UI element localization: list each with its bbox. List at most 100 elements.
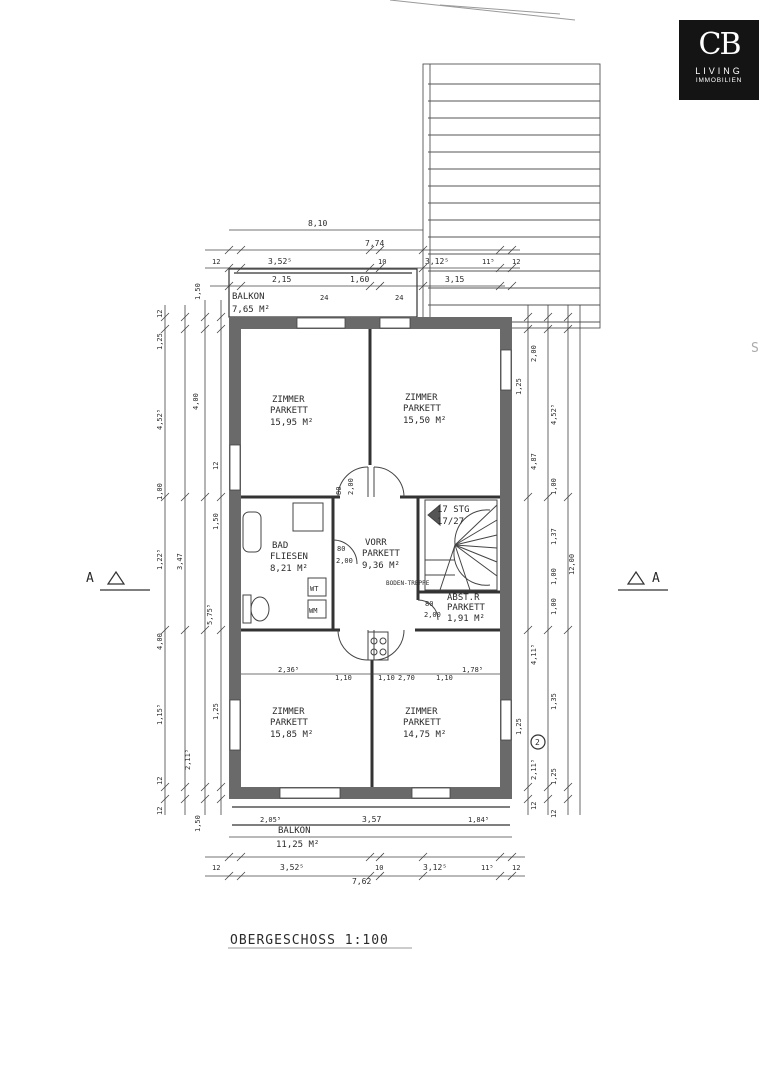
- company-logo: CB LIVING IMMOBILIEN: [679, 20, 759, 100]
- dim-top-10: 10: [378, 258, 386, 266]
- room-zimmer-se-floor: PARKETT: [403, 718, 442, 728]
- windows: [229, 317, 512, 799]
- interior-walls: [241, 329, 500, 787]
- dim-left-400b: 4,00: [156, 633, 164, 650]
- room-zimmer-ne-floor: PARKETT: [403, 404, 442, 414]
- terrace-hatch: [422, 63, 601, 329]
- dim-right-12b: 12: [550, 810, 558, 818]
- room-abst-floor: PARKETT: [447, 603, 486, 613]
- dim-right-125a: 1,25: [515, 378, 523, 395]
- dim-right-487: 4,87: [530, 453, 538, 470]
- dim-left-12a: 12: [156, 310, 164, 318]
- room-zimmer-sw-name: ZIMMER: [272, 707, 305, 717]
- dim-top-12a: 12: [212, 258, 220, 266]
- dim-bottom-10: 10: [375, 864, 383, 872]
- room-zimmer-se-area: 14,75 M²: [403, 730, 446, 740]
- dim-top-215: 2,15: [272, 275, 291, 284]
- room-zimmer-nw-area: 15,95 M²: [270, 418, 313, 428]
- room-bad-area: 8,21 M²: [270, 564, 308, 574]
- dim-bottom-12b: 12: [512, 864, 520, 872]
- dim-bottom-115: 11⁵: [481, 864, 494, 872]
- door-dim-80: 80: [337, 545, 345, 553]
- dim-inner-2365: 2,36⁵: [278, 666, 299, 674]
- dim-top-3125: 3,12⁵: [425, 257, 449, 266]
- door-dim-80b: 80: [425, 600, 433, 608]
- dim-left-150c: 1,50: [194, 815, 202, 832]
- logo-line-immobilien: IMMOBILIEN: [695, 77, 743, 84]
- boden-treppe-label: BODEN-TREPPE: [386, 580, 430, 587]
- room-vorr-floor: PARKETT: [362, 549, 401, 559]
- door-dim-200c: 2,00: [347, 478, 355, 495]
- door-dim-80c: 80: [335, 487, 343, 495]
- dim-left-1155: 1,15⁵: [156, 704, 164, 725]
- balcony-bottom: [232, 806, 510, 826]
- stairs-ratio: 17/27: [437, 517, 464, 527]
- dim-right-4115: 4,11⁵: [530, 644, 538, 665]
- room-zimmer-ne-area: 15,50 M²: [403, 416, 446, 426]
- detail-circle-label: 2: [535, 738, 540, 747]
- dim-top-3525: 3,52⁵: [268, 257, 292, 266]
- dim-left-2115: 2,11⁵: [184, 749, 192, 770]
- balcony-bottom-name: BALKON: [278, 826, 311, 836]
- dim-left-347: 3,47: [176, 553, 184, 570]
- dim-bottom-762: 7,62: [352, 877, 371, 886]
- balcony-bottom-area: 11,25 M²: [276, 840, 319, 850]
- dim-inner-110b: 1,10: [436, 674, 453, 682]
- dim-left-4525: 4,52⁵: [156, 409, 164, 430]
- dim-top-315: 3,15: [445, 275, 464, 284]
- dim-bottom-357: 3,57: [362, 815, 381, 824]
- dim-left-1225: 1,22⁵: [156, 549, 164, 570]
- dim-right-100b: 1,00: [550, 568, 558, 585]
- dim-right-1200: 12,00: [568, 554, 576, 575]
- section-markers: [100, 570, 668, 750]
- room-zimmer-sw-floor: PARKETT: [270, 718, 309, 728]
- dim-inner-1785: 1,78⁵: [462, 666, 483, 674]
- dim-top-24b: 24: [395, 294, 403, 302]
- dim-left-12c: 12: [156, 807, 164, 815]
- dim-right-200: 2,00: [530, 345, 538, 362]
- dim-right-125c: 1,25: [550, 768, 558, 785]
- room-abst-name: ABST.R: [447, 593, 480, 603]
- room-zimmer-se-name: ZIMMER: [405, 707, 438, 717]
- dim-top-115: 11⁵: [482, 258, 495, 266]
- dim-bottom-3125: 3,12⁵: [423, 863, 447, 872]
- door-dim-200b: 2,00: [424, 611, 441, 619]
- dim-right-137: 1,37: [550, 528, 558, 545]
- scan-artifacts: [389, 0, 576, 21]
- logo-line-living: LIVING: [695, 66, 743, 76]
- room-zimmer-ne-name: ZIMMER: [405, 393, 438, 403]
- dimension-ticks: [160, 245, 573, 881]
- dim-right-12a: 12: [530, 802, 538, 810]
- margin-mark: S: [751, 341, 759, 356]
- wm-label: WM: [309, 607, 317, 615]
- dim-right-125b: 1,25: [515, 718, 523, 735]
- dim-inner-110c: 1,10: [378, 674, 395, 682]
- dim-right-100a: 1,00: [550, 478, 558, 495]
- dim-top-160: 1,60: [350, 275, 369, 284]
- staircase: [424, 499, 498, 591]
- dim-top-810: 8,10: [308, 219, 327, 228]
- dim-right-100c: 1,00: [550, 598, 558, 615]
- bath-fixtures: [242, 502, 389, 661]
- logo-monogram: CB: [698, 27, 742, 62]
- section-mark-right: A: [652, 571, 660, 586]
- dim-right-135: 1,35: [550, 693, 558, 710]
- dim-left-150b: 1,50: [212, 513, 220, 530]
- dim-bottom-2055: 2,05⁵: [260, 816, 281, 824]
- dim-right-4525: 4,52⁵: [550, 404, 558, 425]
- dim-bottom-1845: 1,84⁵: [468, 816, 489, 824]
- dim-top-12b: 12: [512, 258, 520, 266]
- dim-left-100: 1,00: [156, 483, 164, 500]
- balcony-top-name: BALKON: [232, 292, 265, 302]
- stairs-label: 17 STG: [437, 505, 470, 515]
- dim-left-150a: 1,50: [194, 283, 202, 300]
- dim-top-24a: 24: [320, 294, 328, 302]
- dim-left-125b: 1,25: [212, 703, 220, 720]
- dim-left-125a: 1,25: [156, 333, 164, 350]
- room-zimmer-nw-name: ZIMMER: [272, 395, 305, 405]
- dim-left-5755: 5,75⁵: [206, 604, 214, 625]
- room-bad-name: BAD: [272, 541, 288, 551]
- dimension-lines: [164, 229, 581, 877]
- room-abst-area: 1,91 M²: [447, 614, 485, 624]
